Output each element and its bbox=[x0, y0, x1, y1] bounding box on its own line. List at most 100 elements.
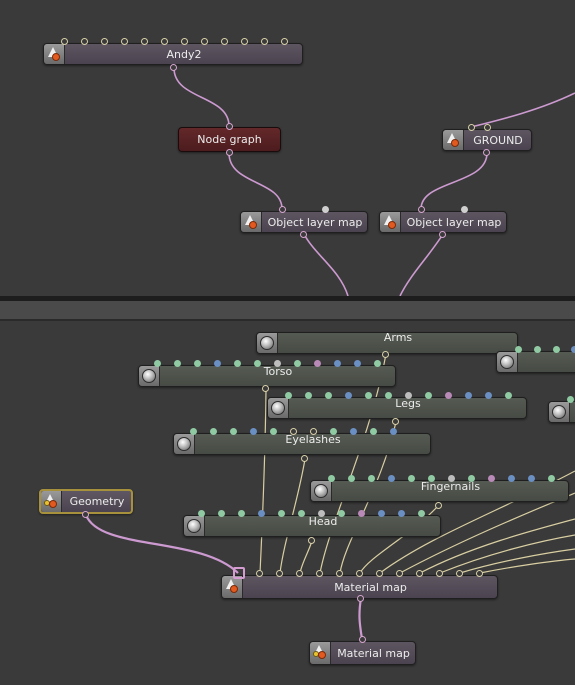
input-pin[interactable] bbox=[359, 636, 366, 643]
offscreen-material-node[interactable] bbox=[548, 401, 575, 423]
output-pin[interactable] bbox=[435, 502, 442, 509]
geometry-input-pin[interactable] bbox=[233, 567, 245, 579]
input-pin[interactable] bbox=[368, 475, 375, 482]
input-pin[interactable] bbox=[141, 38, 148, 45]
input-pin[interactable] bbox=[508, 475, 515, 482]
input-pin[interactable] bbox=[378, 510, 385, 517]
input-pin[interactable] bbox=[261, 38, 268, 45]
input-pin[interactable] bbox=[488, 475, 495, 482]
input-pin[interactable] bbox=[61, 38, 68, 45]
input-pin[interactable] bbox=[241, 38, 248, 45]
input-pin[interactable] bbox=[505, 392, 512, 399]
input-pin[interactable] bbox=[354, 360, 361, 367]
input-pin[interactable] bbox=[174, 360, 181, 367]
object-graph-pane[interactable]: Andy2 Node graph GROUND Object layer map… bbox=[0, 0, 575, 296]
input-pin[interactable] bbox=[226, 123, 233, 130]
input-pin[interactable] bbox=[358, 510, 365, 517]
input-pin[interactable] bbox=[238, 510, 245, 517]
input-pin[interactable] bbox=[448, 475, 455, 482]
input-pin[interactable] bbox=[290, 428, 297, 435]
input-pin[interactable] bbox=[408, 475, 415, 482]
input-pin[interactable] bbox=[336, 570, 343, 577]
output-pin[interactable] bbox=[392, 418, 399, 425]
legs-node[interactable]: Legs bbox=[267, 397, 527, 419]
pane-splitter[interactable] bbox=[0, 296, 575, 301]
input-pin[interactable] bbox=[294, 360, 301, 367]
input-pin[interactable] bbox=[250, 428, 257, 435]
torso-node[interactable]: Torso bbox=[138, 365, 396, 387]
input-pin[interactable] bbox=[274, 360, 281, 367]
input-pin[interactable] bbox=[396, 570, 403, 577]
geometry-node[interactable]: Geometry bbox=[39, 489, 133, 514]
andy2-node[interactable]: Andy2 bbox=[43, 43, 303, 65]
input-pin[interactable] bbox=[330, 428, 337, 435]
output-pin[interactable] bbox=[226, 149, 233, 156]
input-pin[interactable] bbox=[334, 360, 341, 367]
output-pin[interactable] bbox=[382, 351, 389, 358]
input-pin[interactable] bbox=[161, 38, 168, 45]
input-pin[interactable] bbox=[214, 360, 221, 367]
input-pin[interactable] bbox=[418, 206, 425, 213]
input-pin[interactable] bbox=[190, 428, 197, 435]
input-pin[interactable] bbox=[356, 570, 363, 577]
input-pin[interactable] bbox=[456, 570, 463, 577]
input-pin[interactable] bbox=[385, 392, 392, 399]
input-pin[interactable] bbox=[310, 428, 317, 435]
input-pin[interactable] bbox=[416, 570, 423, 577]
input-pin[interactable] bbox=[325, 392, 332, 399]
input-pin[interactable] bbox=[468, 124, 475, 131]
input-pin[interactable] bbox=[101, 38, 108, 45]
input-pin[interactable] bbox=[270, 428, 277, 435]
input-pin[interactable] bbox=[534, 346, 541, 353]
input-pin[interactable] bbox=[322, 206, 329, 213]
input-pin[interactable] bbox=[461, 206, 468, 213]
object-layer-map-node[interactable]: Object layer map bbox=[240, 211, 368, 233]
input-pin[interactable] bbox=[221, 38, 228, 45]
input-pin[interactable] bbox=[515, 346, 522, 353]
input-pin[interactable] bbox=[314, 360, 321, 367]
input-pin[interactable] bbox=[365, 392, 372, 399]
output-pin[interactable] bbox=[301, 455, 308, 462]
input-pin[interactable] bbox=[281, 38, 288, 45]
input-pin[interactable] bbox=[388, 475, 395, 482]
object-layer-map-node[interactable]: Object layer map bbox=[379, 211, 507, 233]
input-pin[interactable] bbox=[210, 428, 217, 435]
output-pin[interactable] bbox=[262, 385, 269, 392]
input-pin[interactable] bbox=[398, 510, 405, 517]
input-pin[interactable] bbox=[218, 510, 225, 517]
input-pin[interactable] bbox=[194, 360, 201, 367]
input-pin[interactable] bbox=[553, 346, 560, 353]
input-pin[interactable] bbox=[468, 475, 475, 482]
material-map-node[interactable]: Material map bbox=[221, 575, 498, 599]
output-pin[interactable] bbox=[300, 231, 307, 238]
offscreen-material-node[interactable] bbox=[496, 351, 575, 373]
input-pin[interactable] bbox=[345, 392, 352, 399]
input-pin[interactable] bbox=[418, 510, 425, 517]
input-pin[interactable] bbox=[81, 38, 88, 45]
eyelashes-node[interactable]: Eyelashes bbox=[173, 433, 431, 455]
output-pin[interactable] bbox=[483, 149, 490, 156]
output-pin[interactable] bbox=[439, 231, 446, 238]
input-pin[interactable] bbox=[234, 360, 241, 367]
input-pin[interactable] bbox=[316, 570, 323, 577]
input-pin[interactable] bbox=[318, 510, 325, 517]
input-pin[interactable] bbox=[485, 392, 492, 399]
input-pin[interactable] bbox=[425, 392, 432, 399]
input-pin[interactable] bbox=[436, 570, 443, 577]
input-pin[interactable] bbox=[328, 475, 335, 482]
input-pin[interactable] bbox=[548, 475, 555, 482]
output-pin[interactable] bbox=[82, 511, 89, 518]
input-pin[interactable] bbox=[465, 392, 472, 399]
input-pin[interactable] bbox=[285, 392, 292, 399]
material-graph-pane[interactable]: Arms Torso Legs E bbox=[0, 321, 575, 685]
input-pin[interactable] bbox=[230, 428, 237, 435]
input-pin[interactable] bbox=[390, 428, 397, 435]
input-pin[interactable] bbox=[376, 570, 383, 577]
input-pin[interactable] bbox=[198, 510, 205, 517]
input-pin[interactable] bbox=[528, 475, 535, 482]
input-pin[interactable] bbox=[567, 396, 574, 403]
input-pin[interactable] bbox=[405, 392, 412, 399]
input-pin[interactable] bbox=[258, 510, 265, 517]
input-pin[interactable] bbox=[201, 38, 208, 45]
input-pin[interactable] bbox=[305, 392, 312, 399]
